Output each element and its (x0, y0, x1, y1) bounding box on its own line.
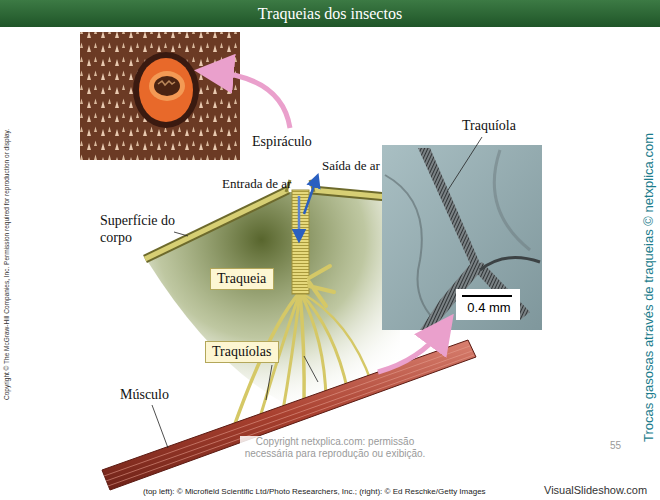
part-label: Superfície do corpo (100, 212, 178, 246)
part-label: Entrada de ar (222, 176, 291, 192)
part-label: Traquíola (462, 117, 516, 134)
copyright-note: Copyright © The McGraw-Hill Companies, I… (3, 129, 11, 400)
slide-number: 55 (610, 440, 621, 452)
box-label: Traquíolas (212, 344, 272, 360)
scale-bar-label: 0.4 mm (462, 300, 516, 316)
label-box: Traquíolas (205, 341, 279, 363)
box-label: Traqueia (217, 271, 267, 287)
watermark: VisualSlideshow.com (544, 484, 647, 497)
watermark: Copyright netxplica.com: permissão neces… (240, 436, 430, 460)
watermark: Trocas gasosas através de traqueias © ne… (641, 133, 657, 442)
label-box: Traqueia (210, 268, 274, 290)
part-label: Espiráculo (252, 133, 312, 150)
part-label: Músculo (120, 386, 169, 403)
slide-title: Traqueias dos insectos (0, 4, 660, 23)
part-label: Saída de ar (322, 158, 380, 174)
photo-credit: (top left): © Microfield Scientific Ltd/… (143, 487, 486, 497)
